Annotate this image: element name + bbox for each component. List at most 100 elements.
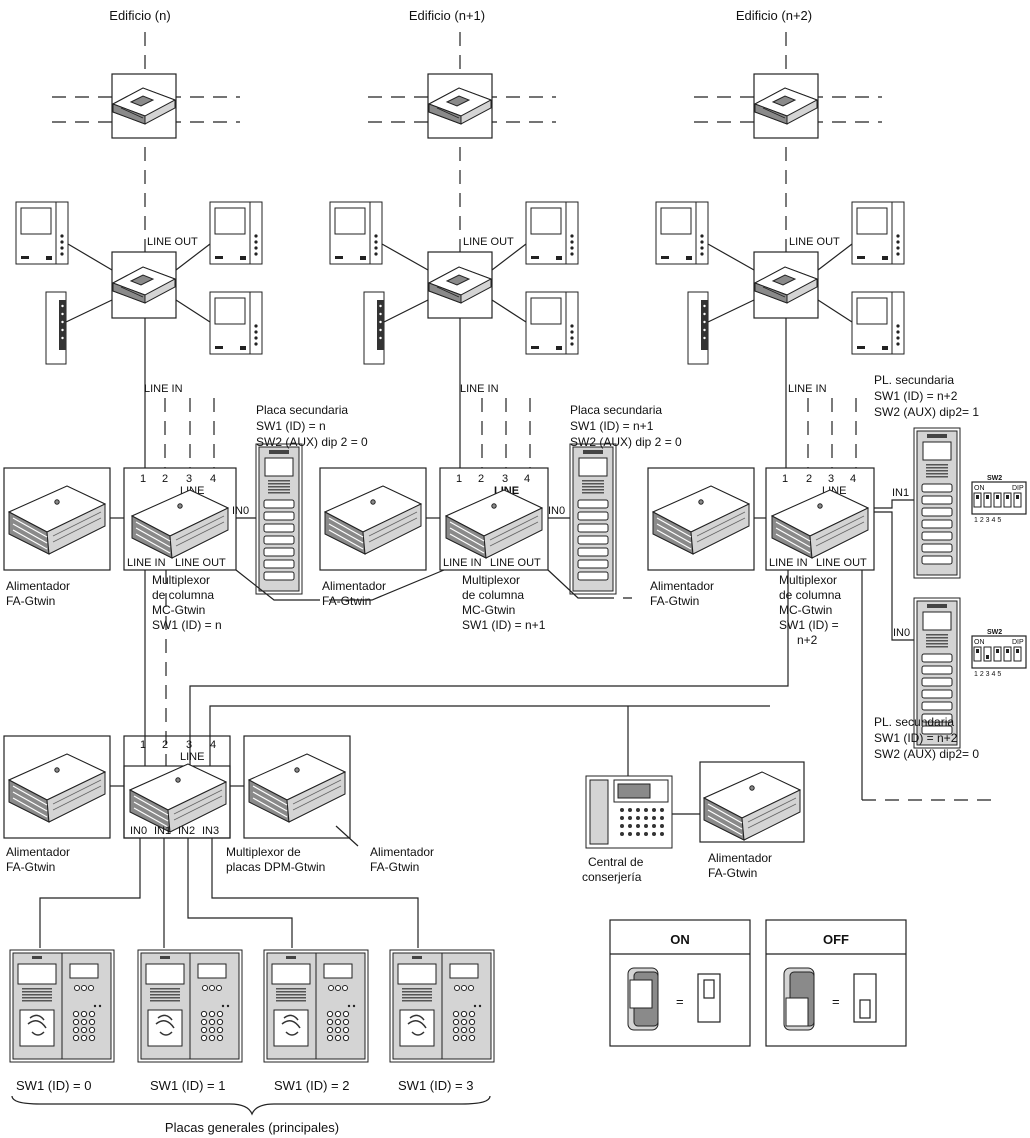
- secondary-panel-icon: [255, 443, 303, 595]
- building-title: Edificio (n+1): [409, 8, 485, 23]
- switch-legend: ON = OFF =: [609, 919, 907, 1047]
- monitor-icon: [525, 201, 579, 265]
- dip-numbers: 1 2 3 4 5: [974, 517, 1001, 524]
- monitor-icon: [655, 201, 709, 265]
- mux-port: 3: [502, 473, 508, 485]
- mux-label-line1: Multiplexor de: [226, 845, 301, 859]
- mux-input: IN3: [202, 825, 219, 837]
- mux-line-out: LINE OUT: [816, 557, 867, 569]
- mux-port: 1: [456, 473, 462, 485]
- mux-label-line4: SW1 (ID) =: [779, 618, 839, 632]
- dip-dip: DIP: [1012, 639, 1024, 646]
- panel-label-line1: Placa secundaria: [570, 403, 662, 417]
- line-in-label: LINE IN: [788, 383, 827, 395]
- mux-port: 1: [140, 739, 146, 751]
- panel-top-label-line2: SW1 (ID) = n+2: [874, 389, 958, 403]
- building-n: Edificio (n) LINE OUT LINE IN Alimentado…: [3, 8, 368, 632]
- panel-label-line1: Placa secundaria: [256, 403, 348, 417]
- line-out-label: LINE OUT: [147, 236, 198, 248]
- dip-title: SW2: [987, 475, 1002, 482]
- psu-label-line1: Alimentador: [322, 579, 386, 593]
- monitor-icon: [209, 291, 263, 355]
- psu-label-line1: Alimentador: [6, 579, 70, 593]
- dip-numbers: 1 2 3 4 5: [974, 671, 1001, 678]
- panel-bottom-label-line2: SW1 (ID) = n+2: [874, 731, 958, 745]
- building-title: Edificio (n): [109, 8, 170, 23]
- mux-port: 2: [162, 473, 168, 485]
- mux-line-in: LINE IN: [443, 557, 482, 569]
- mux-input: IN0: [130, 825, 147, 837]
- mux-label-line3: MC-Gtwin: [779, 603, 832, 617]
- mux-label-line2: placas DPM-Gtwin: [226, 860, 325, 874]
- mux-label-line3: MC-Gtwin: [152, 603, 205, 617]
- mux-input: IN1: [154, 825, 171, 837]
- mux-line-out: LINE OUT: [175, 557, 226, 569]
- main-panel-icon: [263, 949, 369, 1063]
- monitor-icon: [851, 201, 905, 265]
- line-in-label: LINE IN: [144, 383, 183, 395]
- mux-port: 3: [186, 739, 192, 751]
- panel-top-label-line3: SW2 (AUX) dip2= 1: [874, 405, 979, 419]
- mux-port: 4: [850, 473, 856, 485]
- mux-label-line3: MC-Gtwin: [462, 603, 515, 617]
- main-panel-icon: [9, 949, 115, 1063]
- mux-input: IN2: [178, 825, 195, 837]
- monitor-icon: [525, 291, 579, 355]
- mux-label-line2: de columna: [152, 588, 214, 602]
- mux-port: 1: [782, 473, 788, 485]
- psu-label-line2: FA-Gtwin: [322, 594, 371, 608]
- mux-label-line4: SW1 (ID) = n+1: [462, 618, 546, 632]
- concierge-psu-label-line1: Alimentador: [708, 851, 772, 865]
- concierge-label-line2: conserjería: [582, 870, 642, 884]
- input-label: IN0: [232, 505, 249, 517]
- panel-label-line2: SW1 (ID) = n: [256, 419, 326, 433]
- legend-off-title: OFF: [823, 932, 849, 947]
- dip-dip: DIP: [1012, 485, 1024, 492]
- mux-port: 2: [162, 739, 168, 751]
- mux-port: 3: [186, 473, 192, 485]
- secondary-panel-icon: [913, 427, 961, 579]
- phone-icon: [45, 291, 67, 365]
- mux-line-in: LINE IN: [769, 557, 808, 569]
- psu-label-line1: Alimentador: [650, 579, 714, 593]
- mux-line-label: LINE: [180, 751, 204, 763]
- panel-id: SW1 (ID) = 1: [150, 1078, 226, 1093]
- mux-port: 4: [210, 739, 216, 751]
- bus-lines: [144, 569, 789, 776]
- concierge-unit: Central de conserjería Alimentador FA-Gt…: [582, 761, 805, 884]
- concierge-psu-label-line2: FA-Gtwin: [708, 866, 757, 880]
- building-title: Edificio (n+2): [736, 8, 812, 23]
- mux-label-line4: SW1 (ID) = n: [152, 618, 222, 632]
- secondary-panels-n2: PL. secundaria SW1 (ID) = n+2 SW2 (AUX) …: [861, 373, 1027, 801]
- mux-label-line1: Multiplexor: [779, 573, 837, 587]
- mux-line-in: LINE IN: [127, 557, 166, 569]
- panel-label-line3: SW2 (AUX) dip 2 = 0: [570, 435, 682, 449]
- main-panels-wiring: [39, 838, 419, 948]
- legend-on-title: ON: [670, 932, 690, 947]
- input-label: IN0: [548, 505, 565, 517]
- main-panels: SW1 (ID) = 0 SW1 (ID) = 1 SW1 (ID) = 2 S…: [9, 949, 495, 1135]
- dip-on: ON: [974, 639, 985, 646]
- phone-icon: [687, 291, 709, 365]
- mux-port: 2: [806, 473, 812, 485]
- monitor-icon: [209, 201, 263, 265]
- panel-id: SW1 (ID) = 3: [398, 1078, 474, 1093]
- panel-id: SW1 (ID) = 0: [16, 1078, 92, 1093]
- main-panels-group-label: Placas generales (principales): [165, 1120, 339, 1135]
- legend-equals: =: [676, 994, 684, 1009]
- mux-port: 4: [210, 473, 216, 485]
- monitor-icon: [851, 291, 905, 355]
- dip-on: ON: [974, 485, 985, 492]
- dip-title: SW2: [987, 629, 1002, 636]
- concierge-label-line1: Central de: [588, 855, 644, 869]
- mux-label-line2: de columna: [462, 588, 524, 602]
- line-out-label: LINE OUT: [463, 236, 514, 248]
- building-n1: Edificio (n+1) LINE OUT LINE IN Alimenta…: [319, 8, 682, 632]
- mux-label-line1: Multiplexor: [152, 573, 210, 587]
- mux-line-out: LINE OUT: [490, 557, 541, 569]
- psu-right-label-line2: FA-Gtwin: [370, 860, 419, 874]
- psu-label-line2: FA-Gtwin: [6, 594, 55, 608]
- psu-right-label-line1: Alimentador: [370, 845, 434, 859]
- panel-bottom-label-line1: PL. secundaria: [874, 715, 954, 729]
